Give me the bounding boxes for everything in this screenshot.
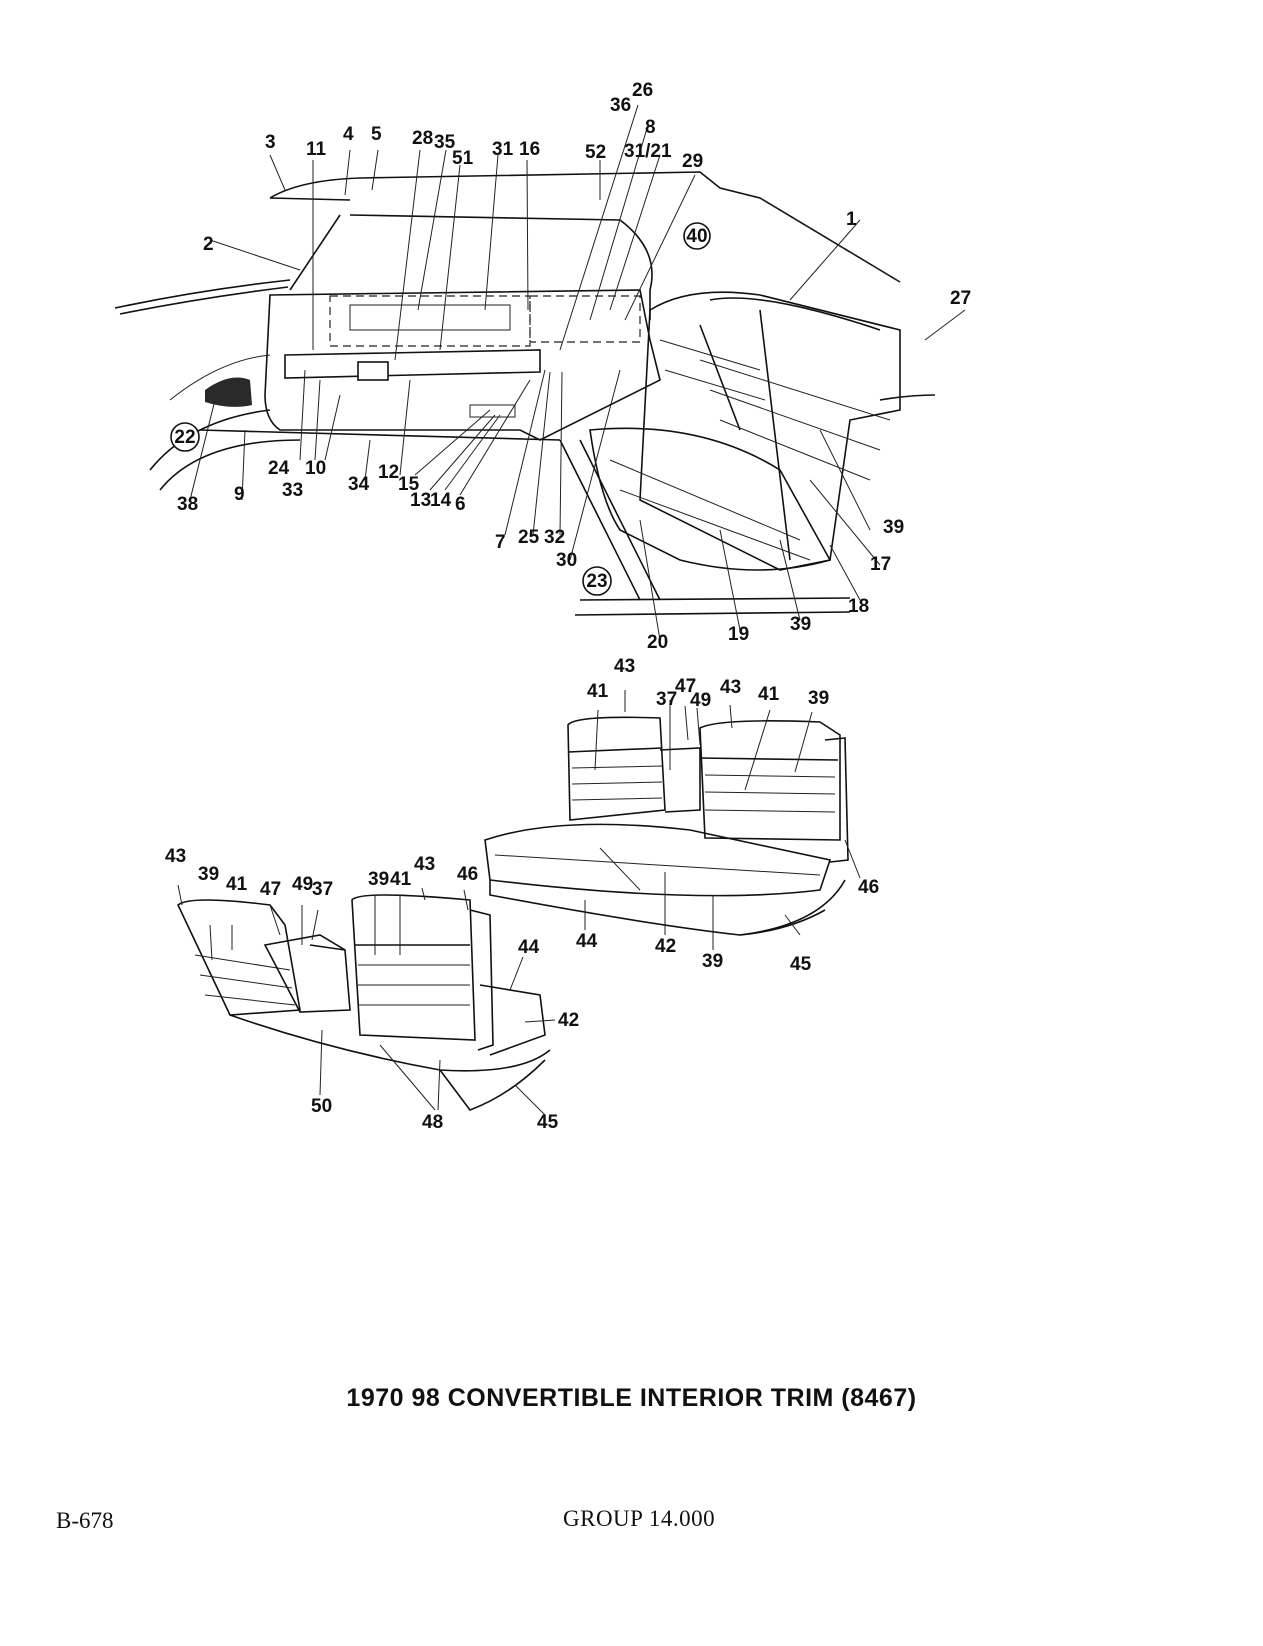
callout-label: 17: [870, 554, 891, 575]
callout-label: 10: [305, 458, 326, 479]
page-number: B-678: [56, 1508, 114, 1533]
callout-label: 42: [655, 936, 676, 957]
callout-label: 47: [675, 676, 696, 697]
callout-label: 41: [587, 681, 609, 702]
callout-label: 2: [203, 234, 214, 255]
callout-label: 36: [610, 95, 631, 116]
callout-label: 51: [452, 148, 474, 169]
callout-label: 43: [614, 656, 635, 677]
front-bench-seat-illustration: 43 41 37 47 49 43 41 39 46 44 42 39 45: [484, 656, 879, 975]
callout-label: 50: [311, 1096, 332, 1117]
callout-label: 15: [398, 474, 420, 495]
callout-label: 27: [950, 288, 971, 309]
callout-label: 29: [682, 151, 703, 172]
callout-label: 34: [348, 474, 370, 495]
callout-label: 18: [848, 596, 869, 617]
callout-label: 44: [576, 931, 598, 952]
callout-label: 52: [585, 142, 606, 163]
callout-label: 39: [790, 614, 811, 635]
circled-ref-label: 22: [174, 427, 195, 448]
callout-label: 48: [422, 1112, 443, 1133]
callout-label: 31/21: [624, 141, 672, 162]
callout-label: 43: [720, 677, 741, 698]
rear-seat: [589, 291, 936, 571]
callout-label: 47: [260, 879, 281, 900]
callout-label: 31: [492, 139, 514, 160]
callout-label: 41: [390, 869, 412, 890]
callout-label: 39: [368, 869, 389, 890]
callout-label: 41: [758, 684, 780, 705]
callout-label: 13: [410, 490, 431, 511]
callout-label: 45: [537, 1112, 559, 1133]
callout-label: 39: [702, 951, 723, 972]
callout-label: 46: [457, 864, 478, 885]
callout-label: 39: [883, 517, 904, 538]
callout-label: 43: [414, 854, 435, 875]
diagram-title: 1970 98 CONVERTIBLE INTERIOR TRIM (8467): [346, 1384, 917, 1412]
callout-label: 11: [306, 139, 327, 160]
callout-label: 30: [556, 550, 577, 571]
leader-lines-upper: [189, 104, 966, 641]
circled-ref-40: 40: [683, 222, 711, 250]
callout-label: 39: [808, 688, 829, 709]
callout-label: 12: [378, 462, 399, 483]
callout-label: 46: [858, 877, 879, 898]
callout-label: 25: [518, 527, 540, 548]
upper-callout-labels: 3 11 4 5 28 35 51 31 16 36 26 52 8 31/21…: [177, 80, 971, 653]
callout-label: 3: [265, 132, 276, 153]
callout-label: 45: [790, 954, 812, 975]
callout-label: 4: [343, 124, 354, 145]
callout-label: 49: [292, 874, 313, 895]
callout-label: 35: [434, 132, 456, 153]
callout-label: 43: [165, 846, 186, 867]
callout-label: 49: [690, 690, 711, 711]
circled-ref-label: 40: [686, 226, 707, 247]
callout-label: 37: [656, 689, 677, 710]
callout-label: 6: [455, 494, 466, 515]
group-label: GROUP 14.000: [563, 1506, 716, 1531]
circled-ref-22: 22: [170, 422, 200, 452]
callout-label: 44: [518, 937, 540, 958]
door-and-rear-seat-illustration: 40 22 23 3 11 4 5 28 35 51 31 16 36 26 5…: [114, 80, 971, 653]
callout-label: 28: [412, 128, 433, 149]
circled-ref-23: 23: [582, 566, 612, 596]
callout-label: 19: [728, 624, 749, 645]
speaker-grille: [169, 354, 271, 407]
callout-label: 42: [558, 1010, 579, 1031]
callout-label: 38: [177, 494, 198, 515]
callout-label: 14: [430, 490, 452, 511]
callout-label: 9: [234, 484, 245, 505]
callout-label: 37: [312, 879, 333, 900]
callout-label: 7: [495, 532, 506, 553]
split-bench-seat-illustration: 43 39 41 47 49 37 39 41 43 46 44 42 50 4…: [165, 846, 579, 1133]
callout-label: 26: [632, 80, 653, 101]
circled-ref-label: 23: [586, 571, 607, 592]
callout-label: 39: [198, 864, 219, 885]
callout-label: 20: [647, 632, 668, 653]
callout-label: 1: [846, 209, 857, 230]
callout-label: 5: [371, 124, 382, 145]
callout-label: 41: [226, 874, 248, 895]
callout-label: 24: [268, 458, 290, 479]
callout-label: 33: [282, 480, 303, 501]
callout-label: 16: [519, 139, 540, 160]
callout-label: 8: [645, 117, 656, 138]
callout-label: 32: [544, 527, 565, 548]
